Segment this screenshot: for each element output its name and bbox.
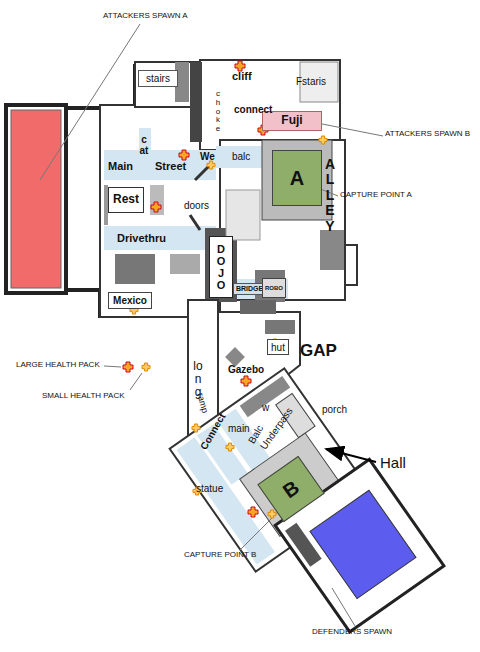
small-health-pack xyxy=(268,510,276,518)
large-health-pack xyxy=(241,376,251,386)
legend-label: LARGE HEALTH PACK xyxy=(16,361,100,370)
dojo-room: DOJO xyxy=(209,236,233,298)
room-name: Rest xyxy=(113,193,139,206)
robo-room: ROBO xyxy=(262,278,286,298)
callout-label: ALLEY xyxy=(323,157,337,234)
callout-label: Hall xyxy=(380,455,406,472)
callout-label: cliff xyxy=(232,70,252,82)
large-health-pack xyxy=(151,202,161,212)
callout-label: Drivethru xyxy=(117,232,166,244)
callout-label: Gazebo xyxy=(228,364,264,375)
small-health-pack xyxy=(319,136,327,144)
callout-label: choke xyxy=(214,90,222,134)
callout-label: Main xyxy=(108,160,133,172)
rest-room: Rest xyxy=(108,187,144,213)
callout-label: We xyxy=(200,151,215,162)
large-health-pack xyxy=(123,362,133,372)
stairs-room: stairs xyxy=(138,70,178,87)
room-name: hut xyxy=(271,342,285,353)
callout-label: porch xyxy=(322,404,347,415)
callout-label: DEFENDERS SPAWN xyxy=(312,628,392,637)
room-name: Mexico xyxy=(113,295,147,306)
callout-label: w xyxy=(262,402,269,413)
small-health-pack xyxy=(192,424,200,432)
large-health-pack xyxy=(179,150,189,160)
callout-label: doors xyxy=(184,200,209,211)
room-name: stairs xyxy=(146,73,170,84)
callout-label: Fstaris xyxy=(296,76,326,87)
hut-room: hut xyxy=(267,339,289,355)
callout-label: balc xyxy=(232,151,250,162)
large-health-pack xyxy=(235,61,245,71)
callout-label: connect xyxy=(234,104,272,115)
room-name: BRIDGE xyxy=(236,285,263,293)
callout-label: Street xyxy=(155,160,186,172)
callout-label: ATTACKERS SPAWN A xyxy=(103,12,188,21)
large-health-pack xyxy=(248,507,258,517)
capture-point-a: A xyxy=(272,150,322,206)
room-name: B xyxy=(279,476,303,502)
small-health-pack xyxy=(226,443,234,451)
room-name: A xyxy=(290,167,304,189)
callout-label: CAPTURE POINT A xyxy=(340,191,412,200)
callout-label: cat xyxy=(139,134,149,156)
mexico-room: Mexico xyxy=(108,292,152,309)
room-name: Fuji xyxy=(281,114,302,127)
callout-label: statue xyxy=(196,483,223,494)
room-name: ROBO xyxy=(265,285,283,292)
callout-label: main xyxy=(228,423,250,434)
small-health-pack xyxy=(142,363,150,371)
legend-label: SMALL HEALTH PACK xyxy=(42,392,125,401)
small-health-pack xyxy=(207,161,215,169)
callout-label: GAP xyxy=(300,342,337,361)
room-name: DOJO xyxy=(216,243,227,291)
callout-label: CAPTURE POINT B xyxy=(184,551,256,560)
callout-label: ATTACKERS SPAWN B xyxy=(385,130,470,139)
